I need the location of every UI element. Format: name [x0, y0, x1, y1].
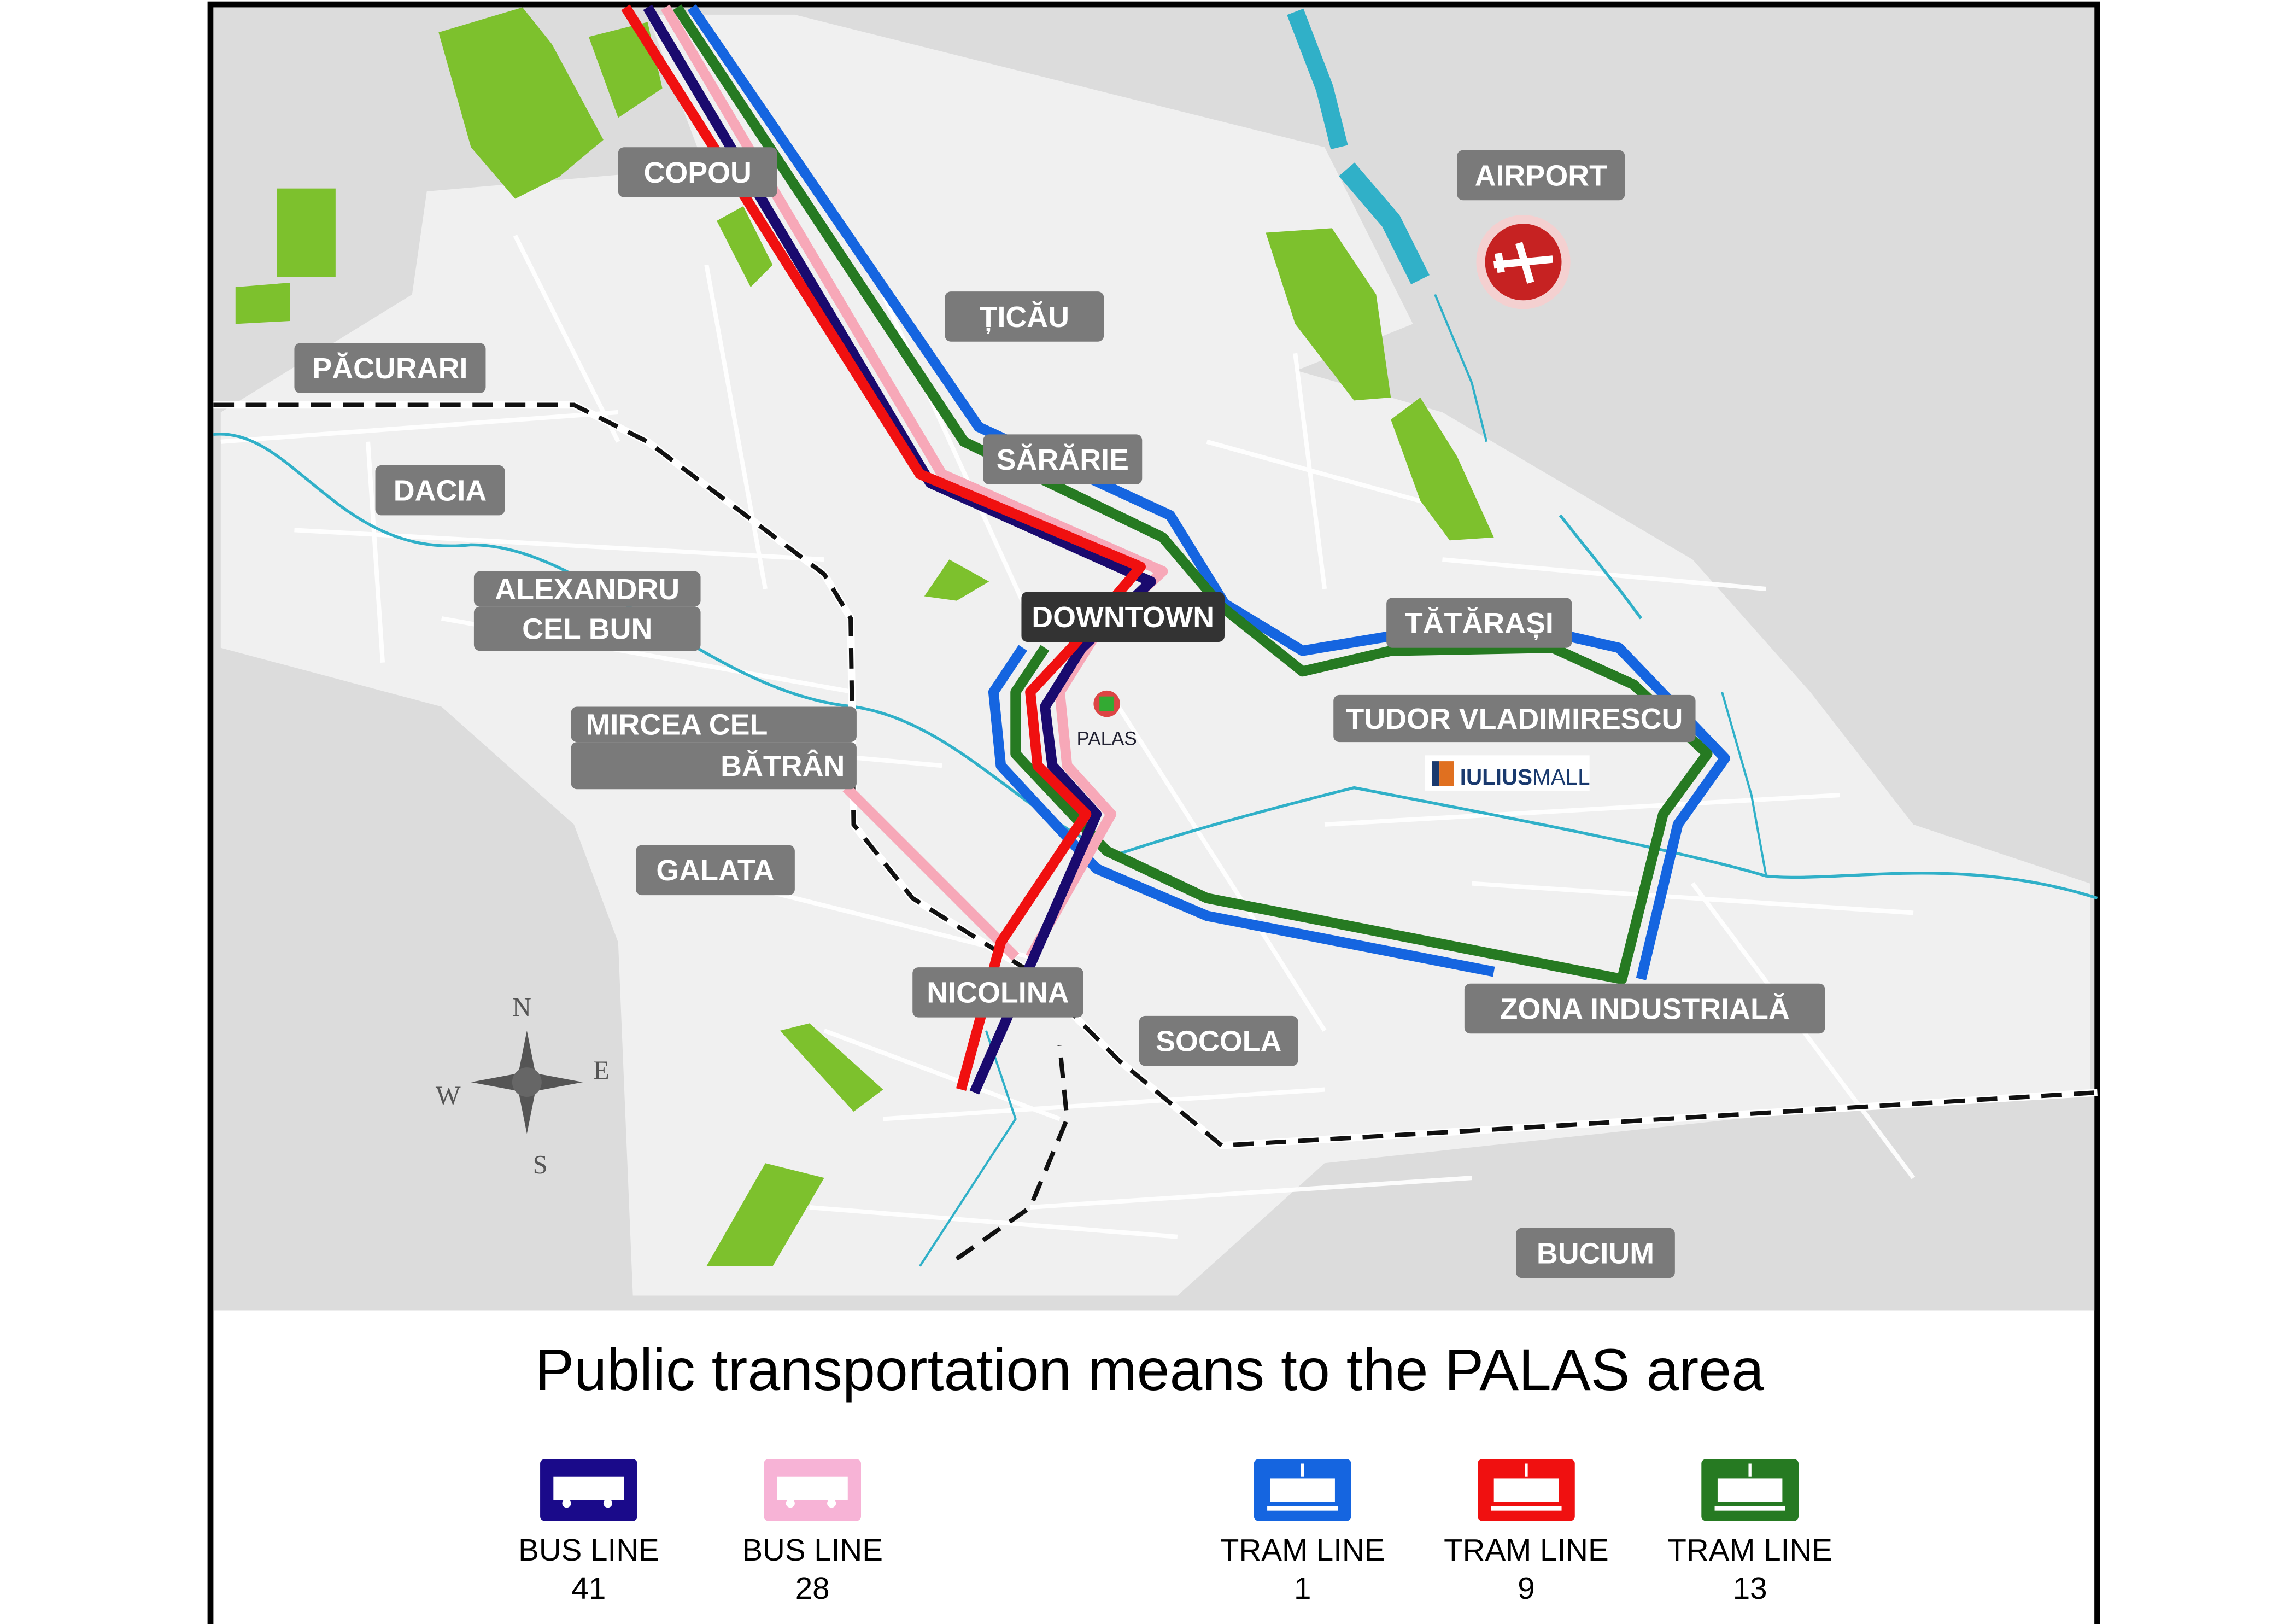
label-text: ALEXANDRU [495, 573, 680, 606]
iulius-mall-logo: IULIUSMALL [1425, 755, 1590, 791]
label-box [375, 465, 505, 516]
label-text: BUCIUM [1537, 1237, 1654, 1270]
district-label-galata: GALATA [636, 845, 795, 896]
label-box [1386, 598, 1572, 648]
svg-text:IULIUSMALL: IULIUSMALL [1460, 764, 1590, 790]
label-box [1021, 592, 1225, 642]
legend-line-number: 1 [1294, 1571, 1311, 1605]
label-box [636, 845, 795, 896]
district-label-nicolina: NICOLINA [912, 967, 1083, 1018]
label-text: COPOU [643, 156, 751, 189]
legend-label: TRAM LINE [1220, 1533, 1385, 1567]
palas-text: PALAS [1076, 728, 1137, 749]
label-text: CEL BUN [522, 613, 652, 646]
label-text: TĂTĂRAȘI [1405, 607, 1554, 640]
label-text: MIRCEA CEL [586, 709, 768, 741]
legend-line-number: 9 [1518, 1571, 1534, 1605]
legend-line-number: 28 [795, 1571, 830, 1605]
district-label-ticau: ȚICĂU [945, 291, 1104, 342]
legend-item-bus-28: BUS LINE 28 [742, 1456, 883, 1605]
label-box [912, 967, 1083, 1018]
palas-logo: PALAS [1076, 690, 1137, 749]
iulius-text: IULIUS [1460, 764, 1532, 790]
label-box [294, 343, 486, 393]
label-box [571, 706, 857, 743]
district-label-alexandru2: CEL BUN [473, 606, 701, 651]
compass-s: S [533, 1150, 548, 1179]
map-title: Public transportation means to the PALAS… [535, 1337, 1764, 1403]
label-text: DACIA [394, 475, 487, 507]
legend-label: TRAM LINE [1444, 1533, 1609, 1567]
district-label-sararie: SĂRĂRIE [983, 434, 1143, 484]
route-tram-9 [621, 4, 1146, 1091]
district-label-pacurari: PĂCURARI [294, 343, 486, 393]
label-box [983, 434, 1143, 484]
compass-e: E [593, 1056, 610, 1085]
legend-label: BUS LINE [742, 1533, 883, 1567]
label-text: TUDOR VLADIMIRESCU [1346, 703, 1683, 735]
label-box [1333, 694, 1696, 743]
district-label-copou: COPOU [618, 147, 777, 197]
district-label-downtown: DOWNTOWN [1021, 592, 1225, 642]
district-label-socola: SOCOLA [1139, 1015, 1298, 1066]
label-box [1139, 1015, 1298, 1066]
legend-label: BUS LINE [518, 1533, 659, 1567]
label-box [1457, 150, 1625, 201]
label-text: PĂCURARI [312, 352, 467, 385]
district-labels: COPOU AIRPORT ȚICĂU PĂCURARI SĂRĂRIE DACIA ALE… [294, 147, 1825, 1278]
district-label-alexandru1: ALEXANDRU [473, 571, 701, 607]
compass-rose: N S E W [436, 993, 610, 1179]
compass-n: N [512, 993, 531, 1022]
label-box [618, 147, 777, 197]
route-tram-1-south [988, 645, 1495, 977]
label-text: SĂRĂRIE [997, 443, 1129, 476]
label-box [1464, 983, 1825, 1034]
airport-icon [1476, 215, 1571, 309]
label-box [473, 571, 701, 607]
label-text: AIRPORT [1475, 159, 1607, 192]
label-box [945, 291, 1104, 342]
route-bus-28-branch [842, 784, 1020, 961]
label-text: GALATA [656, 854, 774, 887]
street-grid [220, 235, 1916, 1239]
parks [235, 7, 1494, 1266]
label-box [571, 742, 857, 790]
legend-line-number: 41 [571, 1571, 606, 1605]
compass-w: W [436, 1081, 461, 1110]
district-label-airport: AIRPORT [1457, 150, 1625, 201]
label-text: DOWNTOWN [1032, 601, 1214, 634]
legend-item-tram-1: TRAM LINE 1 [1220, 1456, 1385, 1605]
district-label-tudor: TUDOR VLADIMIRESCU [1333, 694, 1696, 743]
mall-text: MALL [1532, 764, 1590, 790]
label-text: ZONA INDUSTRIALĂ [1500, 992, 1790, 1025]
legend: BUS LINE 41 BUS LINE 28 TRAM LINE 1 TRAM LINE 9… [518, 1456, 1832, 1605]
legend-item-bus-41: BUS LINE 41 [518, 1456, 659, 1605]
label-box [1516, 1228, 1675, 1278]
label-box [473, 606, 701, 651]
railway [213, 401, 2098, 1261]
label-text: BĂTRÂN [721, 749, 845, 782]
district-label-mircea2: BĂTRÂN [571, 742, 857, 790]
label-text: SOCOLA [1156, 1025, 1281, 1058]
legend-label: TRAM LINE [1667, 1533, 1832, 1567]
legend-item-tram-9: TRAM LINE 9 [1444, 1456, 1609, 1605]
district-label-zona: ZONA INDUSTRIALĂ [1464, 983, 1825, 1034]
label-text: NICOLINA [927, 977, 1069, 1009]
label-text: ȚICĂU [980, 301, 1069, 334]
district-label-dacia: DACIA [375, 465, 505, 516]
district-label-bucium: BUCIUM [1516, 1228, 1675, 1278]
district-label-mircea1: MIRCEA CEL [571, 706, 857, 743]
legend-line-number: 13 [1733, 1571, 1767, 1605]
legend-item-tram-13: TRAM LINE 13 [1667, 1456, 1832, 1605]
district-label-tatarasi: TĂTĂRAȘI [1386, 598, 1572, 648]
